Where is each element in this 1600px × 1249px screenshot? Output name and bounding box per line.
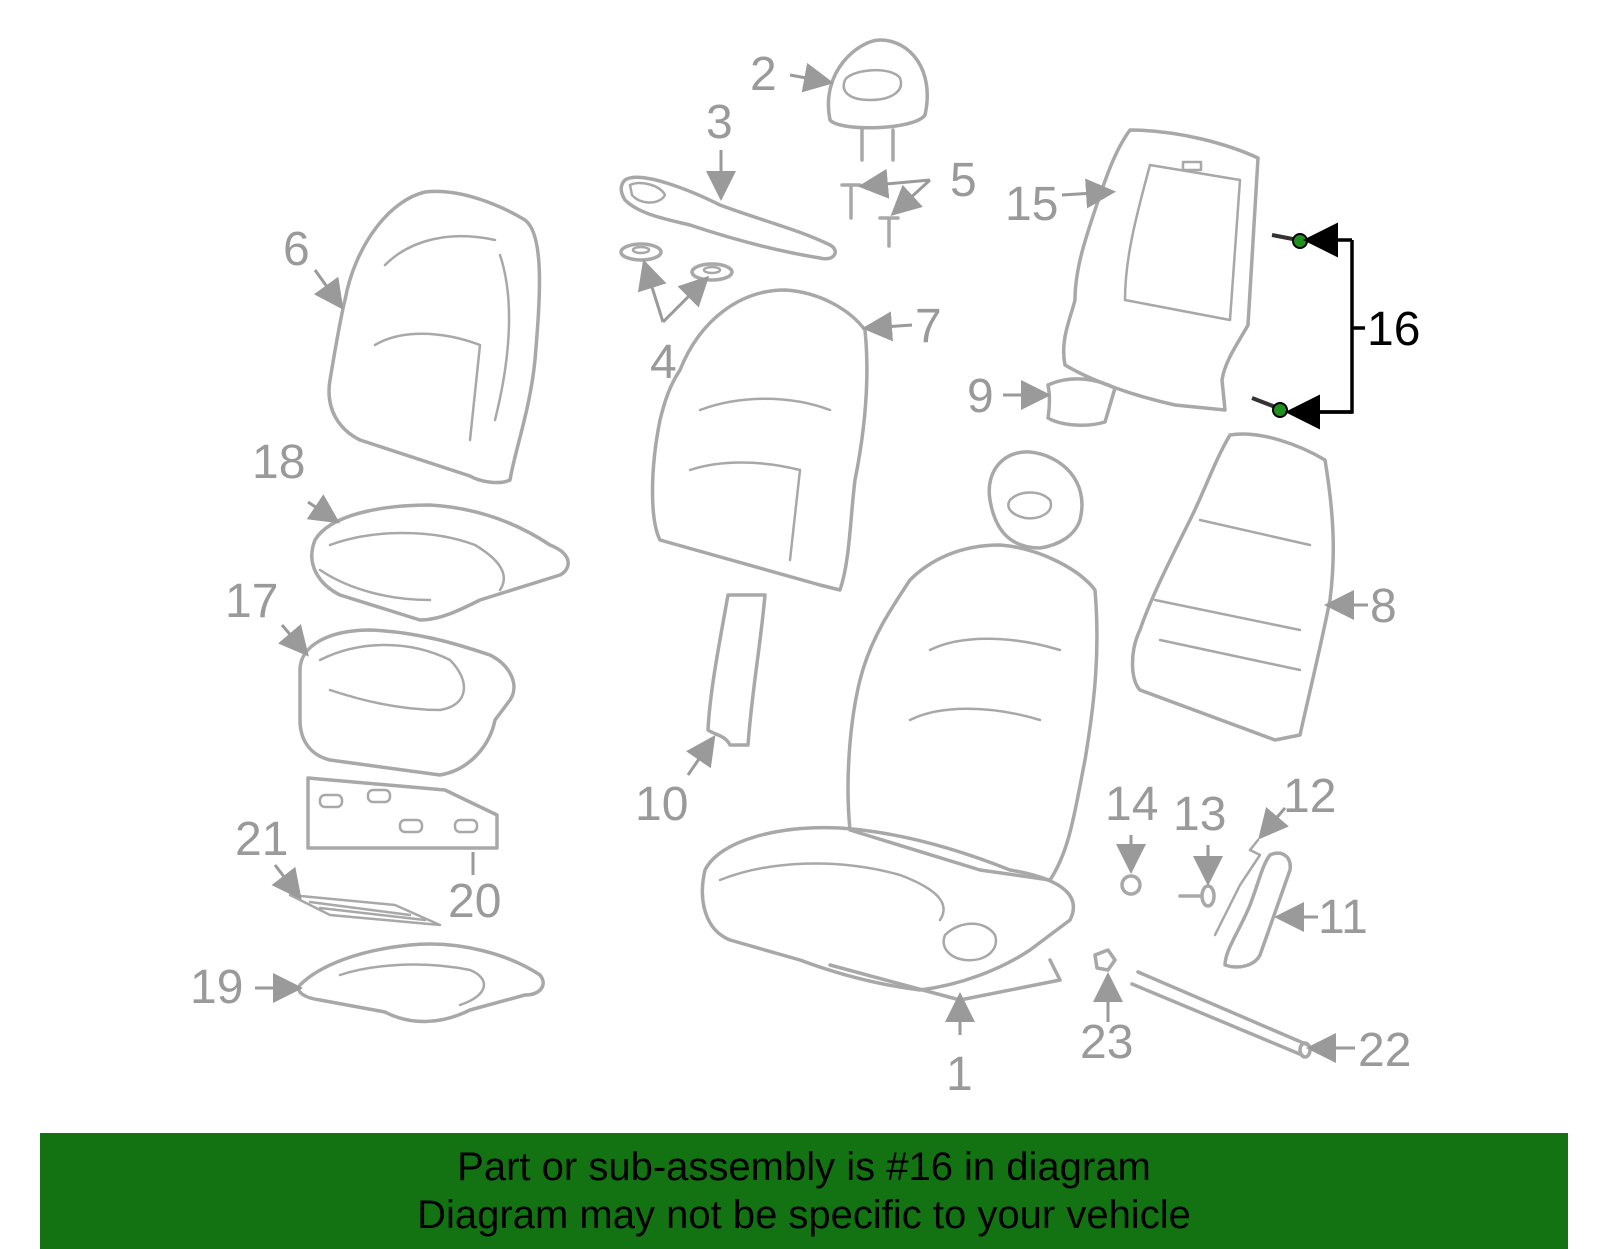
leader-10 — [686, 735, 716, 776]
seat-cushion-foam-part — [298, 628, 516, 777]
info-banner: Part or sub-assembly is #16 in diagram D… — [40, 1133, 1568, 1249]
callout-16: 16 — [1367, 303, 1420, 356]
seatback-cover-part — [327, 189, 542, 485]
callout-2: 2 — [750, 48, 777, 101]
callout-4: 4 — [650, 336, 677, 389]
leader-2 — [789, 62, 834, 93]
leader-4a — [637, 259, 667, 323]
bolt-part-highlighted — [1251, 233, 1308, 418]
seat-assembly-part — [700, 450, 1099, 1002]
callout-13: 13 — [1173, 788, 1226, 841]
callout-9: 9 — [967, 370, 994, 423]
callout-21: 21 — [235, 813, 288, 866]
bracket-part — [619, 175, 837, 261]
callout-7: 7 — [915, 300, 942, 353]
guide-pin-part — [840, 183, 900, 248]
callout-20: 20 — [448, 875, 501, 928]
callout-14: 14 — [1105, 778, 1158, 831]
callout-17: 17 — [225, 575, 278, 628]
callout-10: 10 — [635, 778, 688, 831]
callout-12: 12 — [1283, 770, 1336, 823]
headrest-part — [826, 38, 929, 162]
mat-part — [288, 893, 442, 927]
leader-6 — [313, 269, 344, 310]
callout-11: 11 — [1318, 891, 1368, 944]
callout-15: 15 — [1005, 178, 1058, 231]
leader-16 — [1285, 222, 1365, 430]
banner-line-1: Part or sub-assembly is #16 in diagram — [457, 1145, 1151, 1189]
callout-18: 18 — [252, 436, 305, 489]
heater-pad-part — [306, 776, 499, 850]
leader-7 — [862, 311, 913, 342]
leader-5b — [890, 178, 932, 217]
callout-3: 3 — [706, 96, 733, 149]
callout-19: 19 — [190, 961, 243, 1014]
callout-1: 1 — [946, 1048, 973, 1101]
callout-23: 23 — [1080, 1016, 1133, 1069]
leader-4b — [661, 275, 710, 324]
leader-21 — [271, 864, 302, 900]
leader-12 — [1258, 807, 1289, 840]
seat-cushion-cover-part — [310, 503, 570, 622]
seatback-frame-part — [1130, 432, 1336, 742]
back-panel-part — [1061, 128, 1260, 412]
banner-line-2: Diagram may not be specific to your vehi… — [417, 1193, 1191, 1237]
cable-part — [1213, 838, 1262, 937]
leader-18 — [306, 494, 340, 524]
leader-5a — [858, 168, 931, 199]
trim-cover-part — [1223, 851, 1292, 969]
screw-part — [1178, 884, 1216, 908]
nut-part — [1093, 948, 1117, 972]
leader-17 — [278, 624, 309, 657]
callout-8: 8 — [1370, 580, 1397, 633]
leader-15 — [1061, 178, 1116, 209]
seatback-foam-part — [650, 288, 869, 592]
grommet-part — [619, 242, 734, 282]
callout-22: 22 — [1358, 1024, 1411, 1077]
callout-6: 6 — [283, 223, 310, 276]
seat-pan-part — [297, 942, 545, 1024]
callout-5: 5 — [950, 154, 977, 207]
ball-stud-part — [1120, 874, 1142, 896]
rod-part — [1130, 970, 1312, 1059]
side-panel-part — [706, 593, 767, 747]
